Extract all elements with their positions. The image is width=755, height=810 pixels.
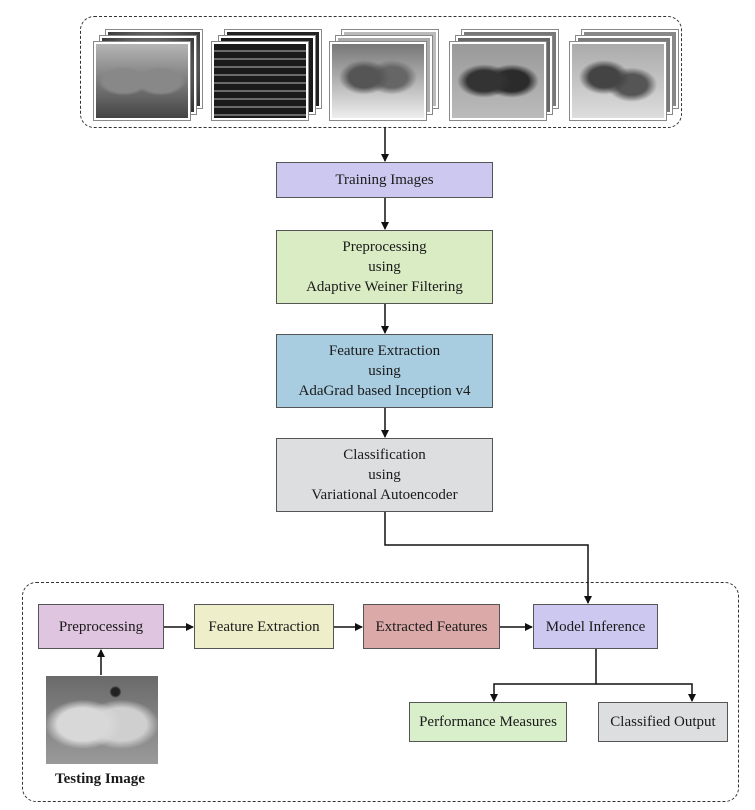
training-images-label: Training Images [335,172,434,188]
preprocessing-title: Preprocessing [342,239,427,255]
feature-extraction-box: Feature Extraction using AdaGrad based I… [276,334,493,408]
test-preprocessing-label: Preprocessing [58,618,144,635]
preprocessing-method: Adaptive Weiner Filtering [306,279,463,295]
classified-output-box: Classified Output [598,702,728,742]
feature-extraction-method: AdaGrad based Inception v4 [298,383,471,399]
preprocessing-using: using [368,259,401,275]
classified-output-label: Classified Output [610,714,716,730]
extracted-features-label: Extracted Features [375,618,488,635]
training-images-box: Training Images [276,162,493,198]
performance-measures-label: Performance Measures [419,714,557,730]
feature-extraction-using: using [368,363,401,379]
model-inference-box: Model Inference [533,604,658,649]
training-dataset-frame [80,16,682,128]
testing-image-caption: Testing Image [55,771,145,787]
extracted-features-box: Extracted Features [363,604,500,649]
performance-measures-box: Performance Measures [409,702,567,742]
classification-using: using [368,467,401,483]
arrow-classification-to-model [384,512,592,604]
classification-title: Classification [343,447,426,463]
feature-extraction-title: Feature Extraction [328,343,441,359]
test-preprocessing-box: Preprocessing [38,604,164,649]
classification-box: Classification using Variational Autoenc… [276,438,493,512]
arrow-model-branch [490,649,597,702]
test-feature-extraction-label: Feature Extraction [208,618,320,635]
test-feature-extraction-box: Feature Extraction [194,604,334,649]
arrow-model-to-output [596,683,696,702]
preprocessing-box: Preprocessing using Adaptive Weiner Filt… [276,230,493,304]
testing-image [46,676,158,764]
testing-phase-frame [22,582,739,802]
model-inference-label: Model Inference [545,618,646,635]
classification-method: Variational Autoencoder [311,487,458,503]
